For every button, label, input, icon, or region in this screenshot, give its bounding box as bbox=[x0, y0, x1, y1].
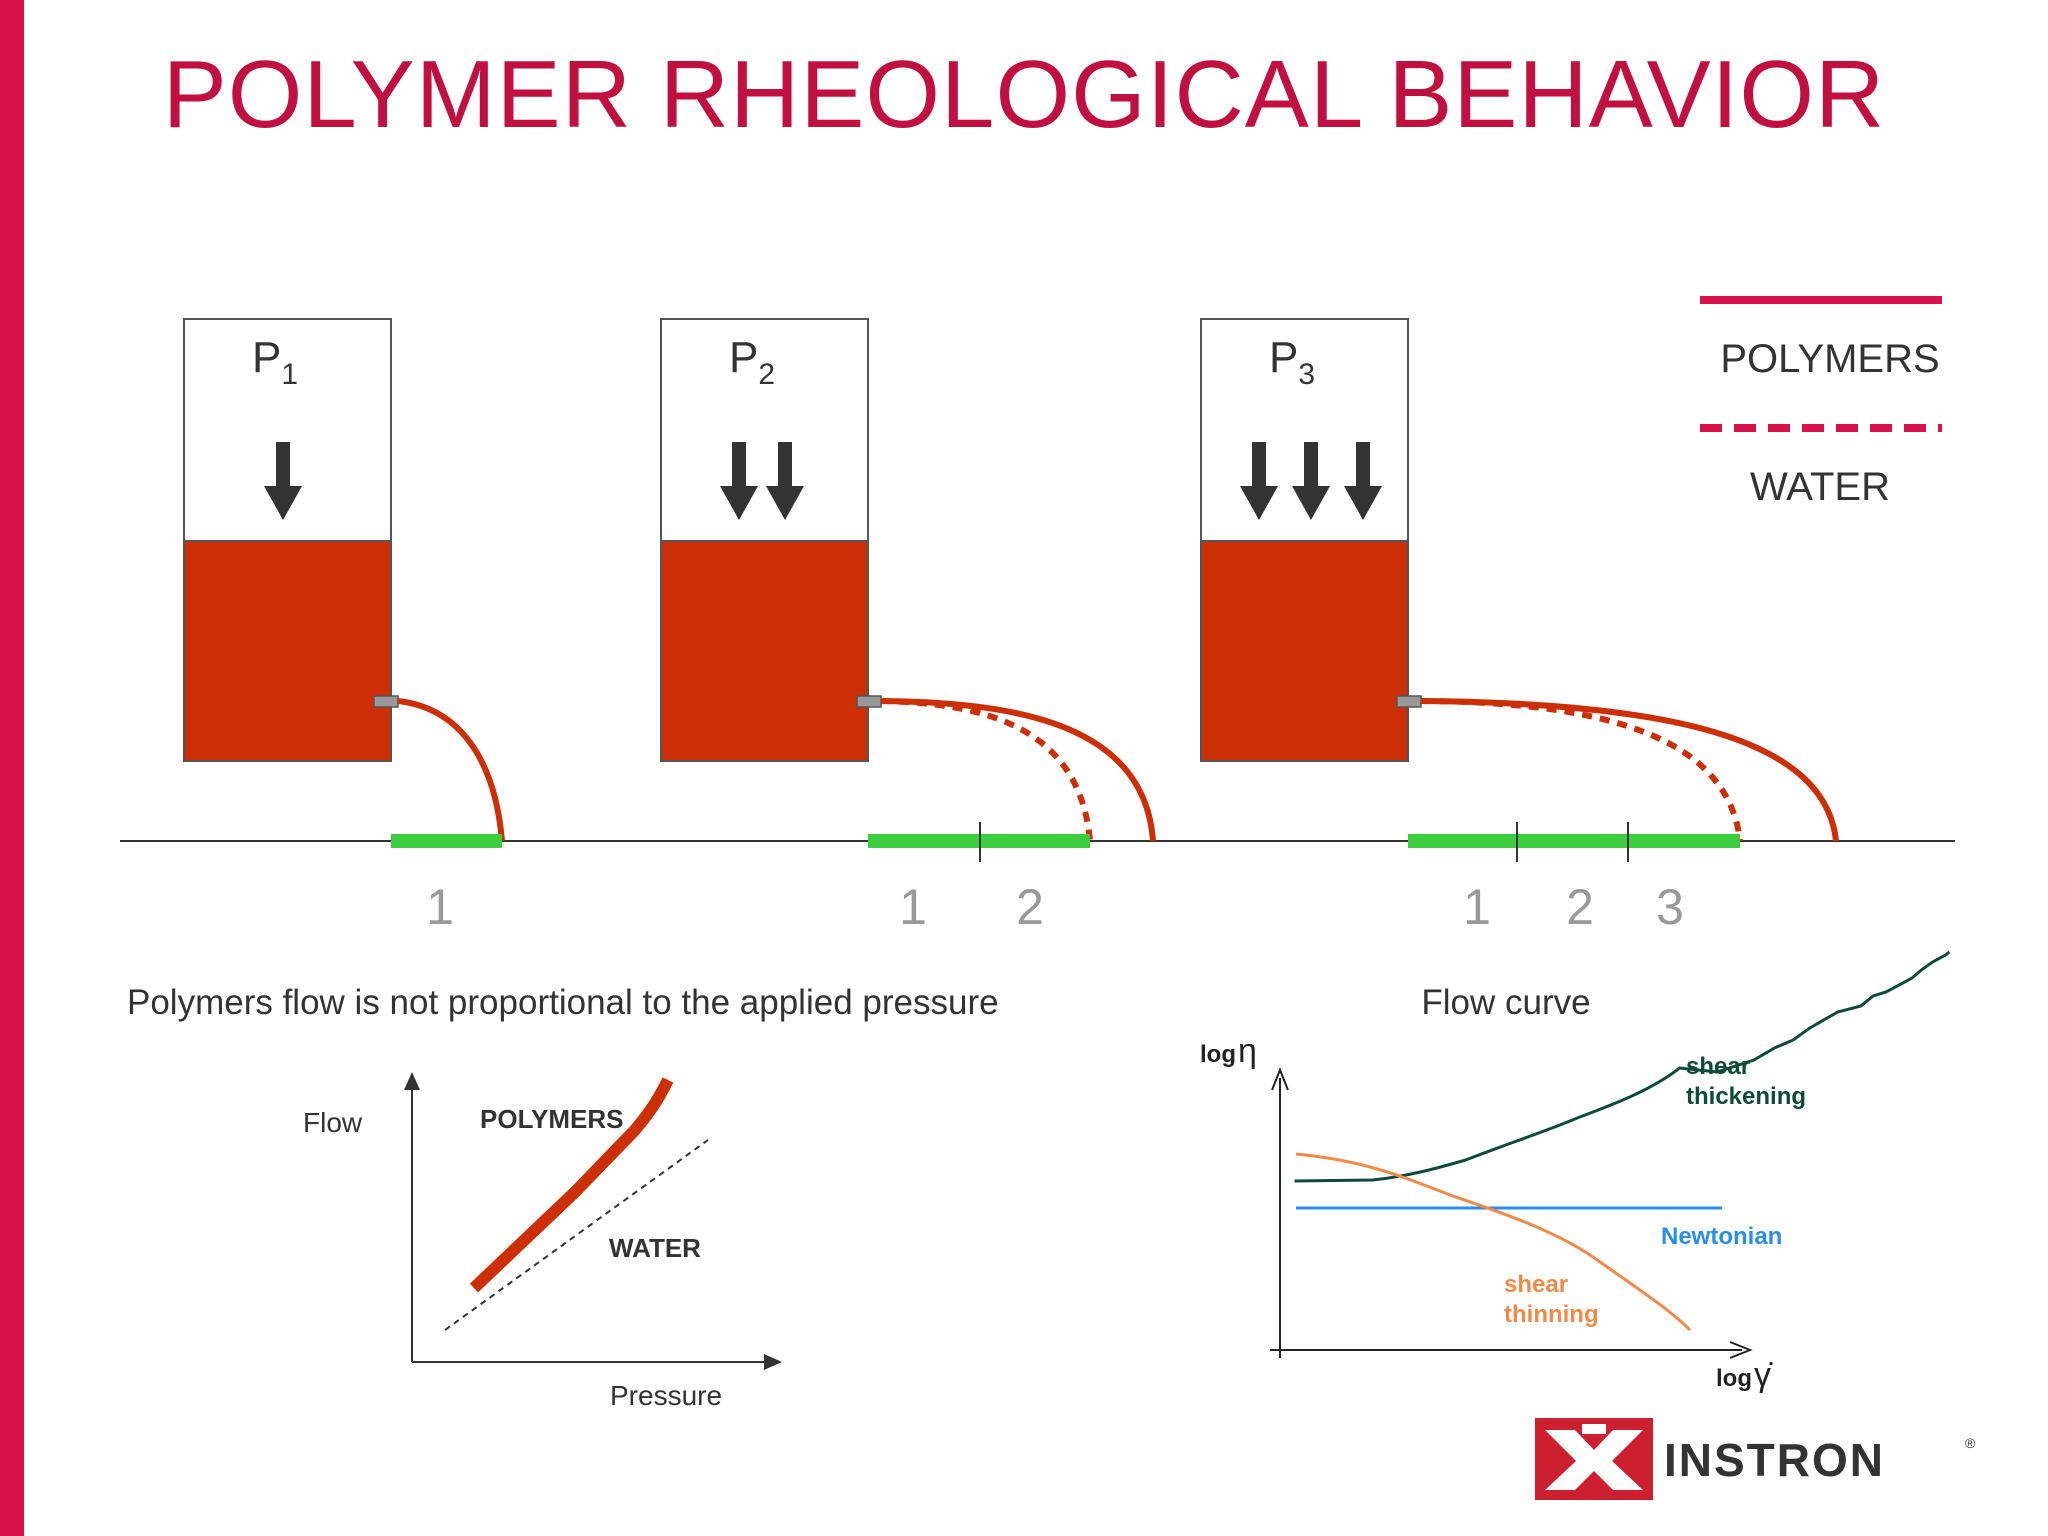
plot-polymer-line bbox=[469, 1077, 674, 1293]
tank-3-polymer-jet bbox=[1420, 698, 1839, 842]
slide-title: POLYMER RHEOLOGICAL BEHAVIOR bbox=[162, 41, 1886, 148]
instron-logo: INSTRON ® bbox=[1535, 1418, 1976, 1500]
tank-3-tick-2: 2 bbox=[1566, 879, 1594, 935]
flow-curve-plot: logη logγ̇ shear thickening Newtonian sh… bbox=[1200, 950, 1951, 1394]
tank-3-tick-1: 1 bbox=[1463, 879, 1491, 935]
legend: POLYMERS WATER bbox=[1700, 296, 1942, 509]
instron-logo-text: INSTRON bbox=[1664, 1434, 1885, 1486]
tank-1-polymer-jet bbox=[397, 698, 505, 842]
tank-1: P1 1 bbox=[183, 318, 505, 935]
tank-1-nozzle bbox=[373, 695, 399, 708]
curve-ylabel: logη bbox=[1200, 1032, 1257, 1070]
tank-2-polymer bbox=[660, 540, 869, 762]
label-shear-thinning-1: shear bbox=[1504, 1271, 1568, 1298]
tank-1-tick-1: 1 bbox=[426, 879, 454, 935]
tank-3-label: P3 bbox=[1269, 333, 1315, 391]
flow-pressure-plot: Flow Pressure POLYMERS WATER bbox=[303, 1072, 782, 1411]
plot-xlabel: Pressure bbox=[610, 1380, 722, 1411]
pressure-arrow-icon bbox=[1240, 442, 1382, 520]
plot-ylabel: Flow bbox=[303, 1107, 363, 1138]
accent-bar bbox=[0, 0, 24, 1536]
tank-1-label: P1 bbox=[252, 333, 298, 391]
tank-2-water-jet bbox=[880, 698, 1093, 842]
pressure-arrow-icon bbox=[720, 442, 804, 520]
curve-y-arrow-icon bbox=[1271, 1067, 1289, 1091]
plot-x-arrow-icon bbox=[764, 1354, 782, 1370]
tank-3-nozzle bbox=[1396, 695, 1422, 708]
tank-1-polymer bbox=[183, 540, 392, 762]
caption-right: Flow curve bbox=[1421, 983, 1590, 1022]
instron-registered-mark: ® bbox=[1965, 1435, 1976, 1451]
tank-2-nozzle bbox=[856, 695, 882, 708]
shear-thinning-curve bbox=[1295, 1152, 1692, 1332]
tank-2-label: P2 bbox=[729, 333, 775, 391]
tank-3-polymer bbox=[1200, 540, 1409, 762]
label-shear-thickening-2: thickening bbox=[1686, 1083, 1806, 1110]
curve-xlabel: logγ̇ bbox=[1716, 1356, 1773, 1394]
pressure-arrow-icon bbox=[264, 442, 302, 520]
plot-polymers-label: POLYMERS bbox=[480, 1104, 624, 1134]
tank-3-tick-3: 3 bbox=[1656, 879, 1684, 935]
label-newtonian: Newtonian bbox=[1661, 1223, 1782, 1250]
caption-left: Polymers flow is not proportional to the… bbox=[127, 983, 999, 1022]
tank-2-tick-1: 1 bbox=[899, 879, 927, 935]
shear-thickening-curve bbox=[1294, 950, 1951, 1183]
label-shear-thickening-1: shear bbox=[1686, 1053, 1750, 1080]
tank-2-head bbox=[660, 318, 869, 542]
tank-1-head bbox=[183, 318, 392, 542]
tank-3: P3 1 2 3 bbox=[1200, 318, 1839, 935]
tank-2: P2 1 2 bbox=[660, 318, 1156, 935]
plot-water-label: WATER bbox=[609, 1233, 701, 1263]
legend-water-label: WATER bbox=[1750, 465, 1890, 509]
tank-2-tick-2: 2 bbox=[1016, 879, 1044, 935]
tank-2-polymer-jet bbox=[880, 698, 1156, 842]
tank-3-water-jet bbox=[1420, 698, 1743, 842]
legend-polymers-label: POLYMERS bbox=[1720, 337, 1939, 381]
curve-x-arrow-icon bbox=[1729, 1341, 1753, 1359]
label-shear-thinning-2: thinning bbox=[1504, 1301, 1599, 1328]
plot-y-arrow-icon bbox=[404, 1072, 420, 1090]
